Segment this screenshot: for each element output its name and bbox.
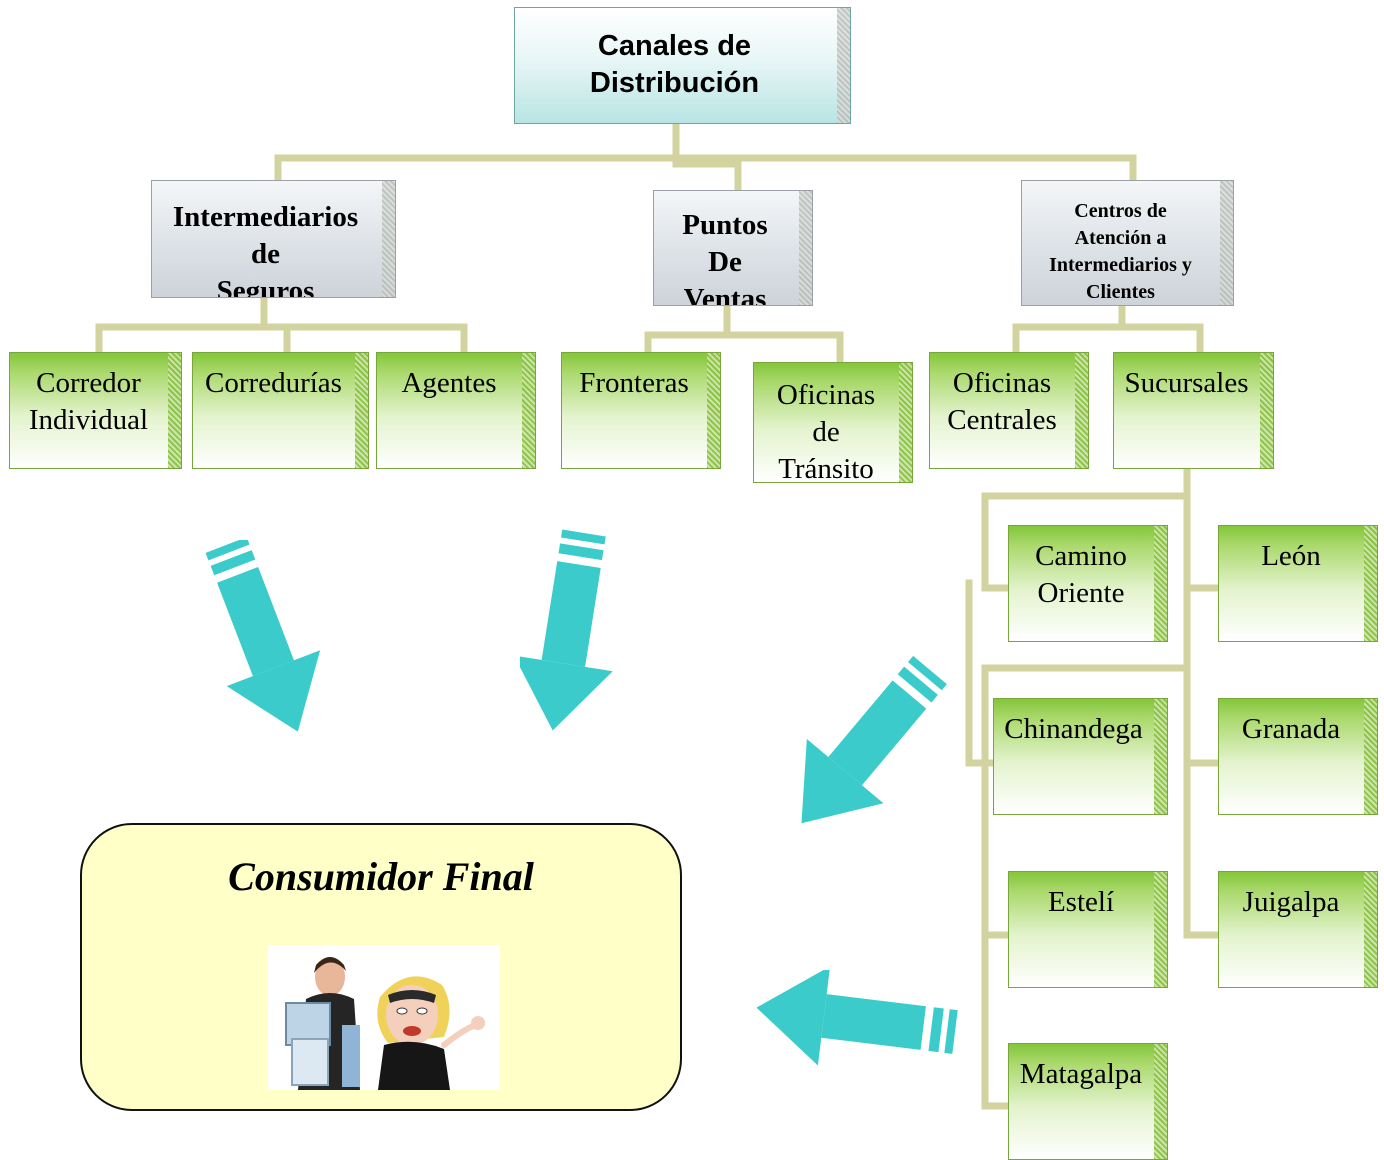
node-sucursales: Sucursales xyxy=(1113,352,1274,469)
node-label: Agentes xyxy=(401,367,497,399)
node-camino-oriente: Camino Oriente xyxy=(1008,525,1168,642)
node-oficinas-centrales: Oficinas Centrales xyxy=(929,352,1089,469)
node-juigalpa: Juigalpa xyxy=(1218,871,1378,988)
node-label: Corredor Individual xyxy=(28,367,149,436)
node-corredor-individual: Corredor Individual xyxy=(9,352,182,469)
node-label: Juigalpa xyxy=(1242,886,1340,918)
category-centros-label: Centros de Atención a Intermediarios y C… xyxy=(1049,200,1192,303)
node-label: Corredurías xyxy=(205,367,342,399)
root-label: Canales de Distribución xyxy=(589,30,760,99)
category-puntos-label: Puntos De Ventas xyxy=(682,209,768,306)
arrow-sucursales-icon xyxy=(756,970,958,1066)
node-label: Oficinas Centrales xyxy=(947,367,1057,436)
node-fronteras: Fronteras xyxy=(561,352,721,469)
node-label: León xyxy=(1261,540,1321,572)
consumer-panel: Consumidor Final xyxy=(80,823,682,1111)
node-label: Fronteras xyxy=(579,367,689,399)
category-centros-de-atencion: Centros de Atención a Intermediarios y C… xyxy=(1021,180,1234,306)
node-label: Granada xyxy=(1241,713,1341,745)
arrow-intermediarios-icon xyxy=(205,540,321,732)
arrow-puntos-icon xyxy=(520,529,613,731)
node-label: Camino Oriente xyxy=(1035,540,1127,609)
node-label: Matagalpa xyxy=(1019,1058,1143,1090)
node-matagalpa: Matagalpa xyxy=(1008,1043,1168,1160)
node-esteli: Estelí xyxy=(1008,871,1168,988)
category-puntos-de-ventas: Puntos De Ventas xyxy=(653,190,813,306)
node-corredurias: Corredurías xyxy=(192,352,369,469)
node-granada: Granada xyxy=(1218,698,1378,815)
node-leon: León xyxy=(1218,525,1378,642)
consumer-title: Consumidor Final xyxy=(228,854,534,899)
arrow-centros-icon xyxy=(801,655,947,824)
node-oficinas-de-transito: Oficinas de Tránsito xyxy=(753,362,913,483)
node-agentes: Agentes xyxy=(376,352,536,469)
category-intermediarios-label: Intermediarios de Seguros xyxy=(172,201,359,298)
node-chinandega: Chinandega xyxy=(993,698,1168,815)
node-label: Sucursales xyxy=(1124,367,1249,399)
node-label: Oficinas de Tránsito xyxy=(776,379,876,483)
category-intermediarios: Intermediarios de Seguros xyxy=(151,180,396,298)
root-node: Canales de Distribución xyxy=(514,7,851,124)
node-label: Estelí xyxy=(1047,886,1115,918)
shoppers-photo xyxy=(268,945,500,1090)
node-label: Chinandega xyxy=(1004,713,1143,745)
